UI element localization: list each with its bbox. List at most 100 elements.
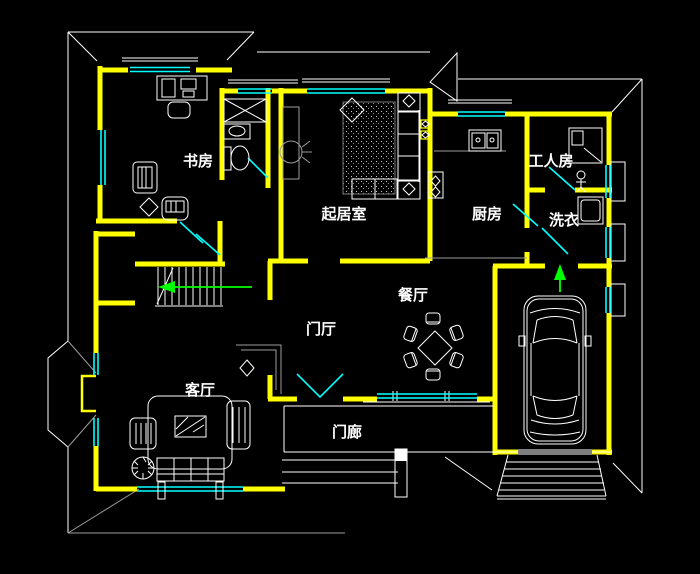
door-swings-path — [179, 157, 576, 256]
shower-tray — [223, 98, 267, 123]
sink-basin-left — [471, 132, 486, 149]
sofa-side-table-bottom — [397, 180, 421, 200]
coffee-table-glass — [175, 416, 206, 437]
cooktop — [427, 171, 444, 199]
window-sills-path — [122, 57, 512, 104]
porch-floor-lines — [282, 391, 612, 491]
sofa-east — [226, 400, 251, 450]
roof-eaves-path — [47, 31, 643, 533]
shower-cross — [223, 98, 267, 123]
washing-machine — [577, 196, 604, 225]
coffee-table — [174, 415, 207, 438]
staircase — [155, 267, 252, 307]
garage-steps — [496, 454, 607, 500]
tv-fireplace-nook — [282, 106, 300, 180]
counter-edge — [425, 150, 527, 259]
sink-drain-right — [489, 137, 495, 143]
armchair — [132, 161, 158, 194]
keyboard — [182, 90, 195, 98]
plant-leaves — [132, 456, 154, 479]
dining-set — [403, 312, 464, 381]
sofa-south-leg-right — [215, 481, 224, 500]
room-label-foyer: 门厅 — [306, 320, 336, 338]
desk-chair — [167, 101, 191, 119]
room-label-living-room: 客厅 — [184, 381, 215, 399]
desk — [156, 75, 208, 101]
dining-chair-north — [425, 312, 441, 325]
computer-tower — [161, 78, 176, 98]
outlet-diamond-lower — [421, 131, 430, 139]
car-mirror-right — [584, 335, 592, 347]
sofa-south-cushions — [157, 458, 224, 481]
sofa-south-leg-left — [157, 481, 166, 500]
wall-outlet-upper — [420, 119, 431, 129]
roof-outline — [47, 31, 643, 534]
room-label-dining-room: 餐厅 — [398, 286, 428, 304]
dining-chair-south — [425, 368, 441, 381]
toilet-bowl — [230, 145, 250, 171]
porch-pillar-cap — [395, 449, 407, 461]
family-room-furniture — [279, 92, 431, 200]
side-table-plant-top — [402, 94, 416, 108]
dining-table — [417, 330, 453, 366]
living-room-furniture — [129, 344, 282, 500]
side-chair — [161, 196, 189, 221]
washing-machine-drum — [580, 199, 601, 222]
room-label-kitchen: 厨房 — [472, 205, 502, 223]
corner-table-diamond — [339, 97, 365, 123]
room-label-laundry: 洗衣 — [549, 211, 579, 229]
person-figure-body — [576, 179, 586, 193]
car-trunk — [529, 419, 581, 436]
toilet-tank — [223, 146, 232, 171]
roof-eaves-dim-path — [67, 340, 345, 534]
car-rear-window — [532, 395, 578, 419]
sofa-right-cushions — [398, 110, 420, 182]
garage-car — [518, 264, 592, 445]
car-cabin-sides — [530, 343, 580, 396]
burner-bottom — [430, 186, 441, 198]
stair-arrow-head-icon — [158, 281, 175, 293]
room-label-porch: 门廊 — [332, 423, 362, 441]
armchair-cushion-lines — [137, 166, 153, 189]
entry-double-door-swing — [296, 373, 344, 399]
dining-chair-northwest — [403, 325, 418, 342]
dining-chair-southeast — [449, 352, 464, 369]
outlet-diamond-upper — [421, 120, 430, 128]
living-rug-outline — [147, 395, 233, 470]
windows-and-doors — [93, 66, 611, 492]
fireplace-ticks — [301, 140, 312, 164]
sofa-east-lines — [232, 407, 246, 443]
bathroom-fixtures — [223, 98, 267, 171]
staff-bed — [568, 127, 603, 164]
room-label-staff-room: 工人房 — [528, 152, 573, 170]
kitchen-furniture — [425, 129, 527, 259]
person-figure-head — [576, 170, 586, 180]
sink-drain-left — [475, 137, 481, 143]
staff-bed-pillow — [571, 130, 584, 146]
staff-room-furniture — [568, 127, 604, 225]
armchair-west-lines — [135, 423, 152, 444]
dining-chair-northeast — [449, 324, 464, 341]
east-window-frames — [610, 161, 626, 317]
monitor — [180, 78, 197, 90]
car-windshield — [532, 316, 578, 344]
fireplace-niche-wall — [80, 374, 96, 413]
site-lines — [122, 57, 626, 500]
dining-chair-southwest — [403, 352, 418, 369]
double-sink — [468, 129, 502, 152]
car-body-outer — [523, 295, 587, 445]
study-furniture — [132, 75, 208, 221]
staff-bed-fold — [583, 147, 602, 163]
burner-top — [430, 175, 441, 187]
car-hood — [529, 308, 581, 314]
garage-arrow-head-icon — [554, 264, 566, 280]
room-labels: 书房 起居室 厨房 工人房 洗衣 餐厅 门厅 客厅 门廊 — [183, 152, 579, 441]
washbasin-counter — [223, 123, 251, 140]
area-rug — [342, 101, 396, 195]
side-chair-lines — [165, 200, 185, 213]
car-mirror-left — [518, 335, 526, 347]
cabinet-l-shape — [236, 344, 282, 394]
car-body-inner — [526, 298, 584, 442]
